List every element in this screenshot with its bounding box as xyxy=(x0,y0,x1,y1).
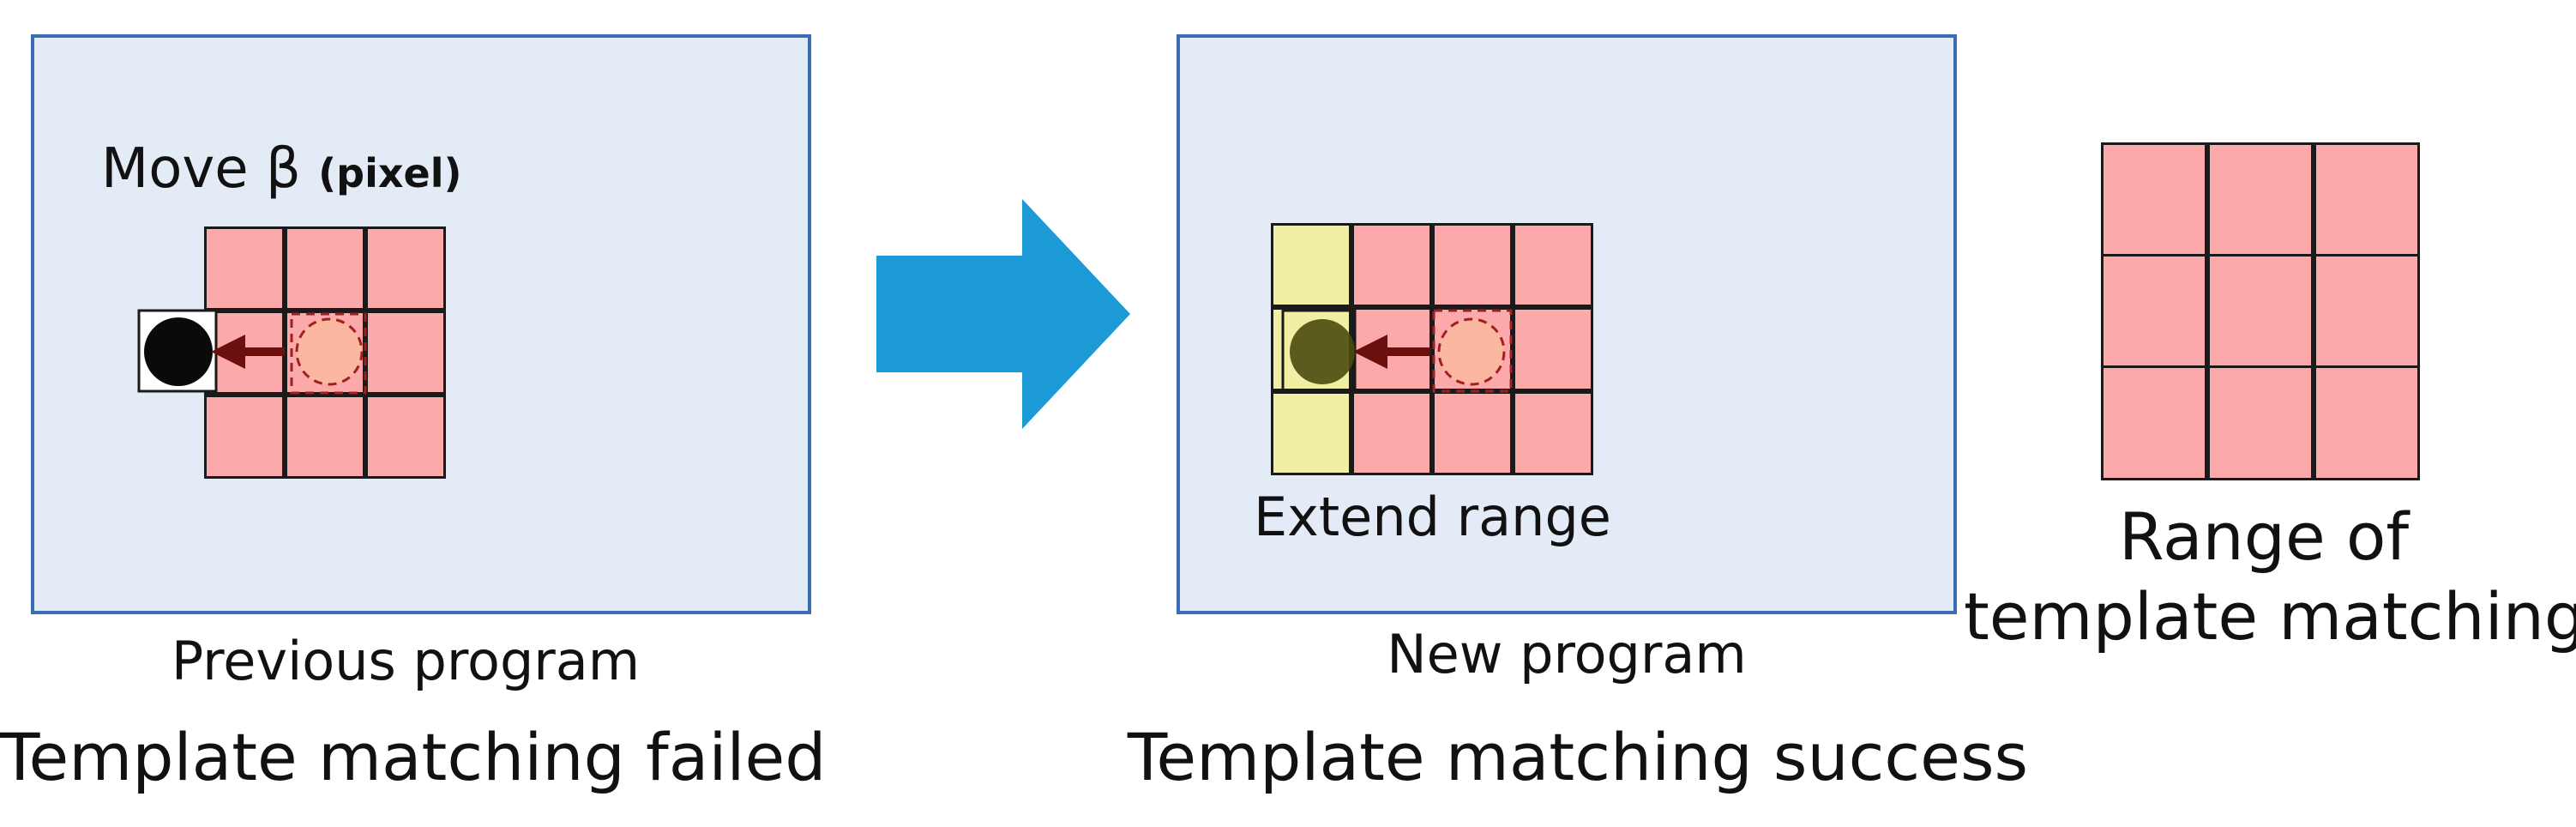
original-dot-icon xyxy=(1437,317,1506,386)
range-legend-line1: Range of xyxy=(2118,498,2410,575)
legend-cell xyxy=(2314,365,2420,480)
original-position-box xyxy=(1432,309,1513,393)
extended-cell xyxy=(1271,223,1351,307)
template-cell xyxy=(204,395,285,479)
template-cell xyxy=(1351,391,1432,475)
legend-cell xyxy=(2207,365,2314,480)
previous-program-caption: Previous program xyxy=(171,630,641,692)
original-position-box xyxy=(290,312,367,395)
new-status-text: Template matching success xyxy=(1127,719,2029,795)
template-cell xyxy=(285,395,365,479)
template-cell xyxy=(1351,223,1432,307)
legend-cell xyxy=(2207,142,2314,257)
template-cell xyxy=(1513,307,1593,391)
template-cell xyxy=(365,395,446,479)
new-program-caption: New program xyxy=(1387,623,1747,685)
template-cell xyxy=(365,311,446,395)
template-cell xyxy=(1513,391,1593,475)
range-legend-line2: template matching xyxy=(1964,577,2576,655)
transition-arrow-icon xyxy=(876,199,1130,429)
original-dot-icon xyxy=(295,317,364,386)
template-cell xyxy=(1513,223,1593,307)
target-dot-icon xyxy=(1290,319,1355,384)
move-unit-text: (pixel) xyxy=(318,150,462,196)
legend-cell xyxy=(2314,142,2420,257)
legend-cell xyxy=(2101,142,2207,257)
target-dot-icon xyxy=(144,317,213,386)
template-cell xyxy=(1432,223,1513,307)
extend-range-label: Extend range xyxy=(1254,486,1611,548)
template-cell xyxy=(204,226,285,311)
previous-status-text: Template matching failed xyxy=(0,719,827,795)
template-cell xyxy=(365,226,446,311)
legend-cell xyxy=(2101,365,2207,480)
move-label-text: Move β xyxy=(101,137,301,201)
template-cell xyxy=(285,226,365,311)
extended-cell xyxy=(1271,391,1351,475)
move-beta-label: Move β (pixel) xyxy=(101,137,462,201)
